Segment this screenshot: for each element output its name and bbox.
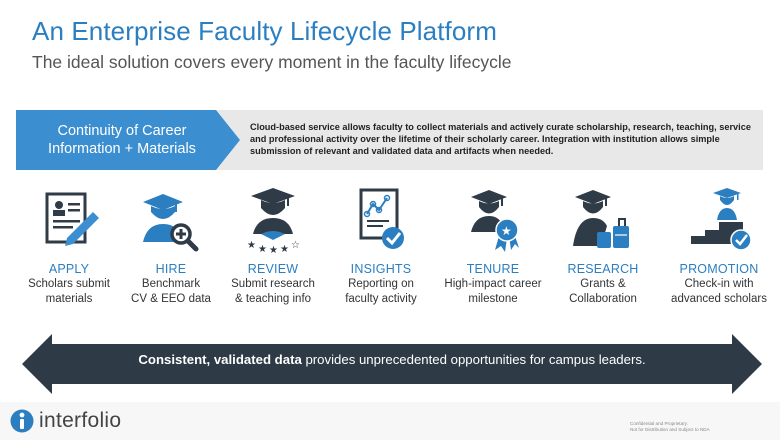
info-icon (10, 409, 34, 433)
svg-text:★: ★ (258, 244, 267, 254)
stage-title: REVIEW (247, 262, 299, 276)
stage-desc-line2: materials (45, 293, 93, 305)
stage-desc-line2: Collaboration (569, 293, 637, 305)
bottom-message: Consistent, validated data provides unpr… (80, 352, 704, 367)
logo-wordmark: interfolio (39, 409, 122, 432)
page-subtitle: The ideal solution covers every moment i… (32, 52, 512, 72)
graduate-stars-icon: ★ ★ ★ ★ ☆ (247, 188, 300, 254)
graduate-magnifier-icon (143, 194, 199, 252)
interfolio-logo: interfolio (10, 407, 121, 435)
stage-desc-line1: High-impact career (444, 278, 542, 290)
stage-title: PROMOTION (679, 262, 759, 276)
continuity-description: Cloud-based service allows faculty to co… (250, 122, 751, 156)
stage-apply: APPLY Scholars submit materials (16, 184, 122, 314)
svg-text:★: ★ (501, 224, 512, 238)
bottom-message-bold: Consistent, validated data (138, 352, 302, 367)
stage-title: TENURE (466, 262, 520, 276)
continuity-label-line2: Information + Materials (48, 141, 196, 157)
stage-review: ★ ★ ★ ★ ☆ REVIEW Submit research & teach… (220, 184, 326, 314)
stage-desc-line1: Benchmark (141, 278, 201, 290)
svg-text:★: ★ (280, 244, 289, 254)
continuity-label: Continuity of Career Information + Mater… (22, 116, 222, 164)
stage-research: RESEARCH Grants & Collaboration (550, 184, 656, 314)
stage-desc-line1: Grants & (580, 278, 626, 290)
stage-desc-line2: CV & EEO data (131, 293, 211, 305)
graduate-ribbon-icon: ★ (471, 190, 519, 252)
stage-title: HIRE (155, 262, 187, 276)
bottom-message-rest: provides unprecedented opportunities for… (301, 352, 646, 367)
graduate-luggage-icon (573, 190, 629, 248)
graduate-stairs-check-icon (691, 188, 751, 251)
stage-desc-line2: milestone (468, 293, 518, 305)
footer-bar (0, 402, 780, 440)
svg-text:★: ★ (269, 245, 278, 254)
stage-desc-line2: advanced scholars (671, 293, 767, 305)
svg-text:★: ★ (247, 240, 256, 251)
stage-promotion: PROMOTION Check-in with advanced scholar… (666, 184, 772, 314)
confidential-notice: Confidential and Proprietary. Not for Di… (630, 421, 710, 433)
svg-text:☆: ☆ (291, 240, 300, 251)
stage-desc-line2: faculty activity (345, 293, 417, 305)
page-title: An Enterprise Faculty Lifecycle Platform (32, 16, 497, 46)
continuity-arrow-shape (16, 110, 240, 170)
lifecycle-stages: APPLY Scholars submit materials HIRE Ben… (0, 184, 780, 314)
stage-title: APPLY (48, 262, 90, 276)
confidential-line2: Not for Distribution and Subject to NDA (630, 427, 710, 432)
confidential-line1: Confidential and Proprietary. (630, 421, 688, 426)
stage-desc-line1: Check-in with (684, 278, 754, 290)
continuity-label-line1: Continuity of Career (57, 123, 187, 139)
stage-desc-line1: Scholars submit (28, 278, 110, 290)
stage-tenure: ★ TENURE High-impact career milestone (440, 184, 546, 314)
stage-hire: HIRE Benchmark CV & EEO data (118, 184, 224, 314)
stage-title: RESEARCH (567, 262, 639, 276)
chart-document-check-icon (359, 188, 404, 249)
document-pen-icon (45, 192, 99, 246)
stage-insights: INSIGHTS Reporting on faculty activity (328, 184, 434, 314)
double-arrow-shape (22, 334, 762, 394)
stage-desc-line2: & teaching info (234, 293, 312, 305)
stage-title: INSIGHTS (350, 262, 412, 276)
stage-desc-line1: Submit research (231, 278, 315, 290)
stage-desc-line1: Reporting on (348, 278, 414, 290)
